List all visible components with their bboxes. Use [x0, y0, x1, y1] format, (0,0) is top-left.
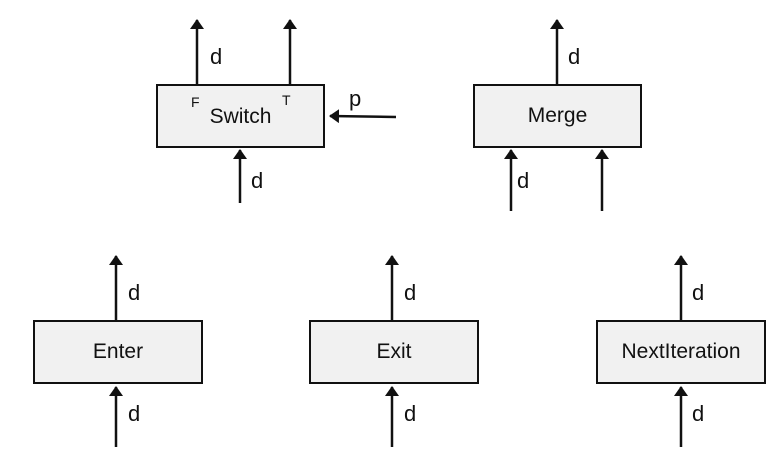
exit-input-label: d [404, 401, 417, 426]
merge-output-label: d [568, 44, 581, 69]
next-iteration-output-label: d [692, 280, 705, 305]
merge-input-label: d [517, 168, 530, 193]
switch-false-port-label: F [191, 94, 200, 110]
next-iteration-node: NextIteration [596, 320, 766, 384]
switch-true-port-label: T [282, 92, 291, 108]
exit-label: Exit [376, 340, 412, 363]
merge-node: Merge [473, 84, 642, 148]
switch-data-input-label: d [251, 168, 264, 193]
next-iteration-label: NextIteration [621, 340, 741, 363]
switch-predicate-input-arrow [329, 109, 397, 124]
enter-node: Enter [33, 320, 203, 384]
enter-input-label: d [128, 401, 141, 426]
enter-label: Enter [92, 340, 144, 363]
switch-predicate-label: p [349, 86, 362, 111]
exit-output-label: d [404, 280, 417, 305]
switch-label: Switch [209, 105, 272, 128]
switch-node: Switch [156, 84, 325, 148]
enter-output-label: d [128, 280, 141, 305]
switch-false-output-label: d [210, 44, 223, 69]
exit-node: Exit [309, 320, 479, 384]
merge-label: Merge [527, 104, 588, 127]
next-iteration-input-label: d [692, 401, 705, 426]
